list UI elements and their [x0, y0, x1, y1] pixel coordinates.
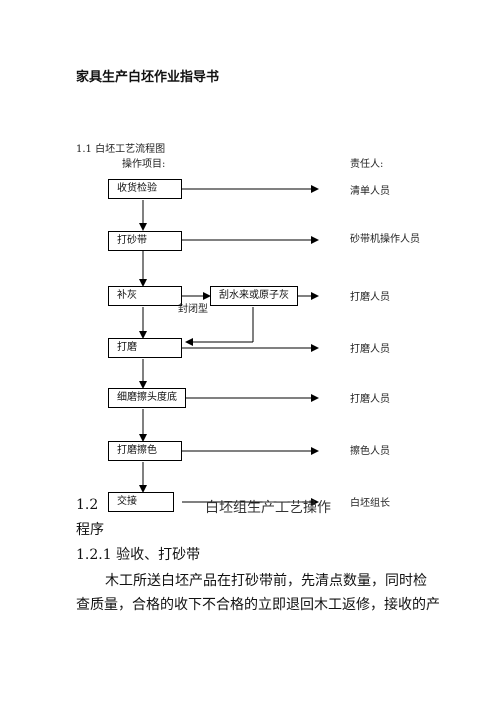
column-header-responsible: 责任人: — [350, 159, 384, 170]
section-heading-flowchart: 1.1 白坯工艺流程图 — [76, 144, 166, 155]
responsible-6: 白坯组长 — [350, 498, 390, 509]
document-title: 家具生产白坯作业指导书 — [76, 70, 220, 85]
responsible-1: 砂带机操作人员 — [350, 234, 420, 245]
section-1-2-title: 白坯组生产工艺操作 — [205, 500, 331, 516]
responsible-4: 打磨人员 — [350, 394, 390, 405]
section-1-2-number: 1.2 — [76, 497, 99, 513]
paragraph-line-1: 木工所送白坯产品在打砂带前，先清点数量，同时检 — [105, 573, 427, 589]
section-1-2-title-cont: 程序 — [76, 522, 104, 538]
responsible-0: 清单人员 — [350, 186, 390, 197]
responsible-3: 打磨人员 — [350, 344, 390, 355]
flow-step-sanding-staining: 打磨擦色 — [108, 441, 182, 461]
flow-side-box-putty: 刮水来或原子灰 — [210, 286, 298, 306]
flow-side-note: 封闭型 — [178, 304, 208, 315]
responsible-5: 擦色人员 — [350, 446, 390, 457]
flow-step-sanding-belt: 打砂带 — [108, 231, 182, 251]
flow-step-filling: 补灰 — [108, 286, 182, 306]
flow-step-fine-sanding: 细磨擦头度底 — [108, 388, 186, 408]
flow-step-handover: 交接 — [108, 492, 174, 512]
paragraph-line-2: 查质量，合格的收下不合格的立即退回木工返修，接收的产 — [76, 597, 440, 613]
section-1-2-1-heading: 1.2.1 验收、打砂带 — [76, 547, 201, 563]
flow-step-polishing: 打磨 — [108, 338, 182, 358]
flow-step-receive-inspection: 收货检验 — [108, 179, 182, 199]
responsible-2: 打磨人员 — [350, 292, 390, 303]
column-header-operation: 操作项目: — [122, 159, 166, 170]
